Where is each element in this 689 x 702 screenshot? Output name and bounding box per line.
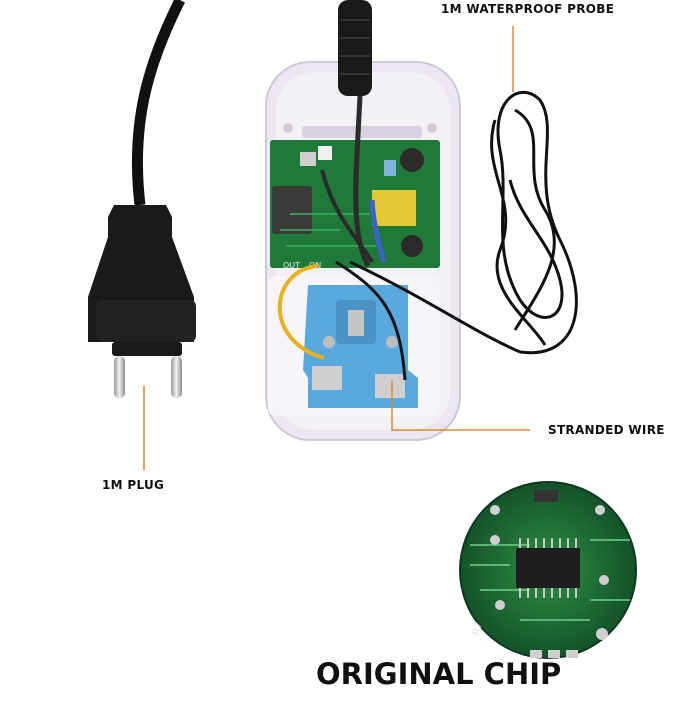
plug-label: 1M PLUG	[102, 478, 165, 492]
chip-closeup: R7	[459, 481, 637, 659]
stranded-wire-label: STRANDED WIRE	[548, 423, 665, 437]
probe-cable	[349, 90, 578, 355]
plug-cable	[131, 0, 185, 206]
original-chip-label: ORIGINAL CHIP	[316, 657, 562, 691]
waterproof-probe-label: 1M WATERPROOF PROBE	[441, 2, 615, 16]
internal-wires	[277, 95, 407, 381]
eu-plug	[88, 205, 196, 398]
callout-lines	[143, 26, 530, 470]
pcb-out-mark: OUT	[283, 261, 300, 270]
power-cable-top	[338, 0, 372, 96]
pcb-r7-mark: R7	[470, 621, 485, 637]
socket-module	[268, 276, 440, 416]
